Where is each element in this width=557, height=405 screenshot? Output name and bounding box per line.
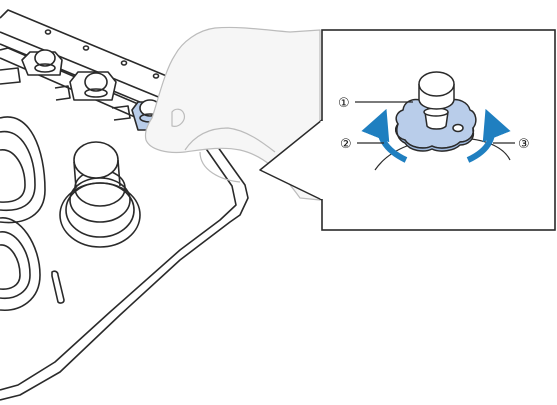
callout-number-2: ② <box>340 137 352 152</box>
callout-number-3: ③ <box>518 137 530 152</box>
small-knob-2 <box>70 72 116 100</box>
large-knob-bottom-left <box>0 218 40 310</box>
callout-number-1: ① <box>338 96 350 111</box>
large-knob-left <box>0 117 45 223</box>
large-knob-1 <box>60 142 140 247</box>
slot <box>52 271 64 303</box>
small-knob-1 <box>22 50 62 75</box>
